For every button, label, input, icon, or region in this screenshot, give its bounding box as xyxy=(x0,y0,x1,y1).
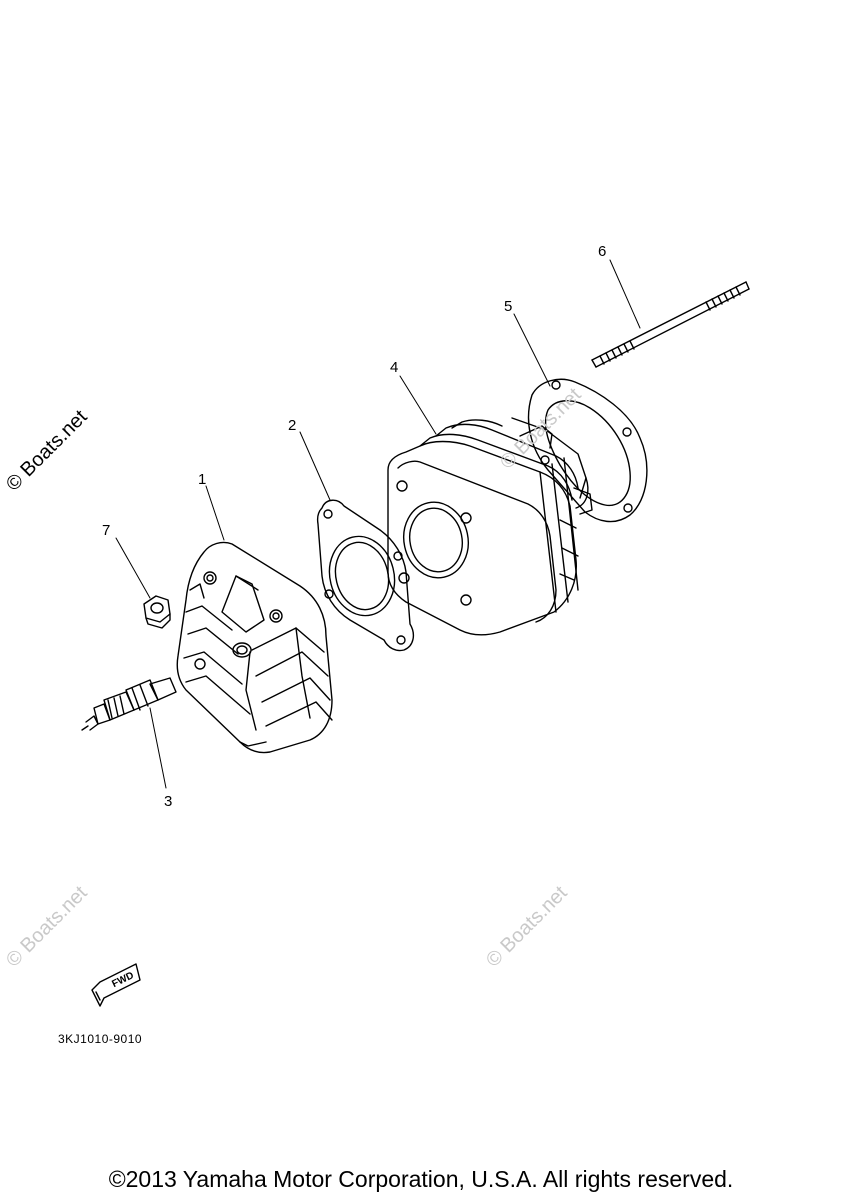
watermark-bottom-right: © Boats.net xyxy=(482,882,572,972)
callout-labels: 1 2 3 4 5 6 7 xyxy=(102,243,606,810)
leader-lines xyxy=(115,259,641,789)
cylinder xyxy=(387,417,593,636)
watermark-left: © Boats.net xyxy=(2,406,92,496)
hex-nut xyxy=(143,595,171,629)
callout-4: 4 xyxy=(390,359,398,376)
fwd-label: FWD xyxy=(110,970,135,990)
spark-plug xyxy=(81,677,177,731)
head-gasket xyxy=(316,499,415,652)
forward-direction-arrow xyxy=(91,963,141,1007)
cylinder-head xyxy=(176,541,333,754)
stud-bolt xyxy=(591,281,750,368)
diagram-code: 3KJ1010-9010 xyxy=(58,1032,142,1046)
base-gasket xyxy=(527,378,648,523)
callout-1: 1 xyxy=(198,471,206,488)
watermark-bottom-left: © Boats.net xyxy=(2,882,92,972)
callout-5: 5 xyxy=(504,298,512,315)
callout-6: 6 xyxy=(598,243,606,260)
callout-3: 3 xyxy=(164,793,172,810)
callout-7: 7 xyxy=(102,522,110,539)
copyright-notice: ©2013 Yamaha Motor Corporation, U.S.A. A… xyxy=(108,1166,734,1192)
callout-2: 2 xyxy=(288,417,296,434)
